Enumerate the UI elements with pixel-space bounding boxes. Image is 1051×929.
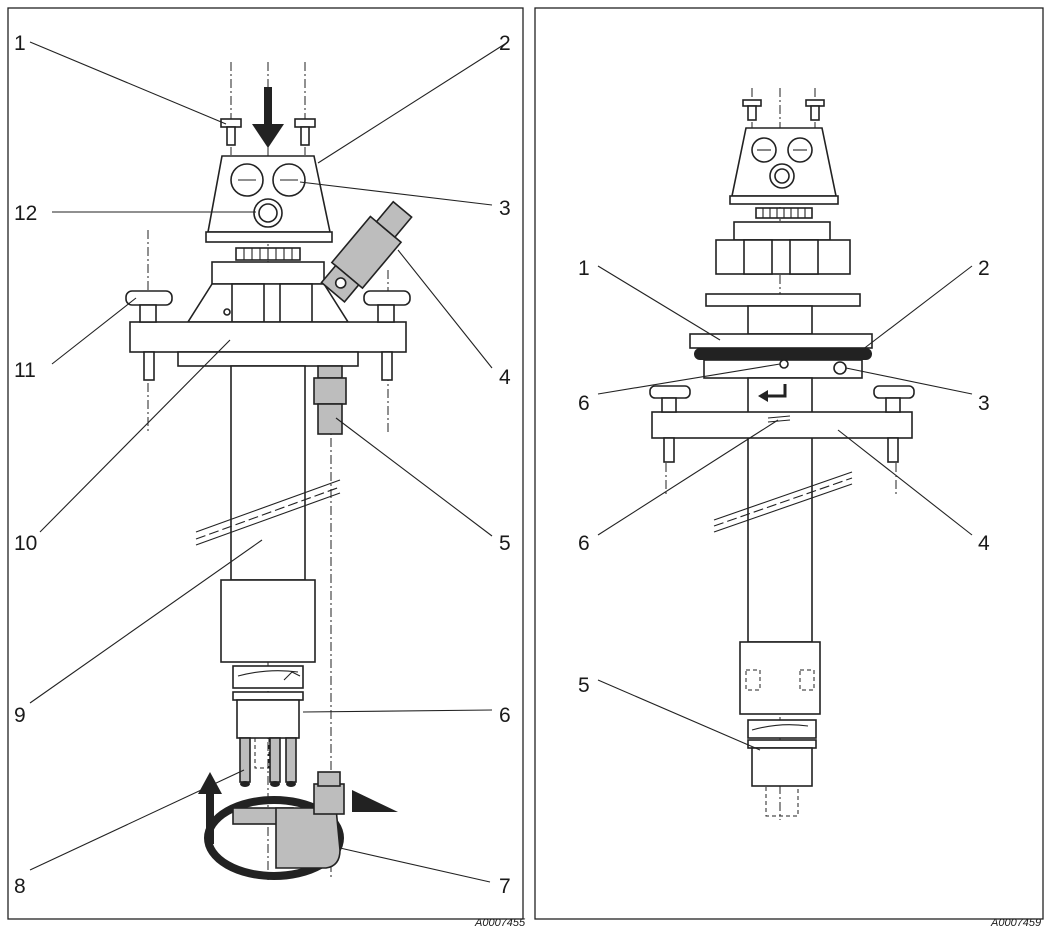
left-callout-3: 3 (499, 197, 511, 220)
right-terminal-strip (755, 207, 813, 219)
left-callout-4: 4 (499, 366, 511, 389)
down-arrow-icon (252, 87, 284, 148)
right-lower-flange (651, 411, 913, 439)
tube (195, 365, 341, 663)
right-knob-right (873, 385, 915, 463)
left-leader-lines (29, 41, 509, 883)
right-body-block (705, 221, 861, 335)
right-housing-head (729, 127, 839, 205)
sensor-pins (239, 737, 297, 787)
right-leader-lines (597, 265, 973, 751)
left-callout-9: 9 (14, 704, 26, 727)
terminal-strip (235, 247, 301, 261)
left-callout-6: 6 (499, 704, 511, 727)
right-knob-left (649, 385, 691, 463)
knob-right (363, 290, 411, 381)
left-callout-2: 2 (499, 32, 511, 55)
sensor-head (232, 665, 304, 739)
right-callout-3: 3 (978, 392, 990, 415)
body-block (186, 261, 350, 323)
left-figure-code: A0007455 (474, 917, 526, 929)
top-screw-left (220, 118, 242, 146)
bayonet-arrow-icon (758, 384, 787, 402)
right-callout-4: 4 (978, 532, 990, 555)
housing-head (205, 155, 333, 243)
rotate-arrow-icon (352, 790, 398, 812)
knob-left (125, 290, 173, 381)
right-panel: 1 2 6 3 6 4 5 A0007459 (534, 7, 1044, 929)
o-ring (694, 348, 872, 360)
right-callout-1: 1 (578, 257, 590, 280)
right-callout-2: 2 (978, 257, 990, 280)
top-screw-right (294, 118, 316, 146)
left-callout-10: 10 (14, 532, 37, 555)
left-callout-5: 5 (499, 532, 511, 555)
left-panel: 1 2 3 12 11 4 10 5 9 6 8 7 A0007455 (7, 7, 526, 929)
hose-fitting (313, 365, 347, 435)
right-callout-6b: 6 (578, 532, 590, 555)
cable-connector (320, 200, 413, 303)
right-collar (703, 359, 863, 379)
flange (129, 321, 407, 367)
left-callout-11: 11 (14, 359, 36, 382)
right-flange-plate (689, 333, 873, 349)
right-screw-right (805, 99, 825, 121)
right-sensor-head (747, 719, 817, 817)
right-sleeve (739, 641, 821, 715)
right-callout-5: 5 (578, 674, 590, 697)
left-callout-12: 12 (14, 202, 37, 225)
right-screw-left (742, 99, 762, 121)
right-figure-code: A0007459 (990, 917, 1041, 929)
left-callout-7: 7 (499, 875, 511, 898)
right-callout-6a: 6 (578, 392, 590, 415)
left-callout-1: 1 (14, 32, 26, 55)
left-callout-8: 8 (14, 875, 26, 898)
